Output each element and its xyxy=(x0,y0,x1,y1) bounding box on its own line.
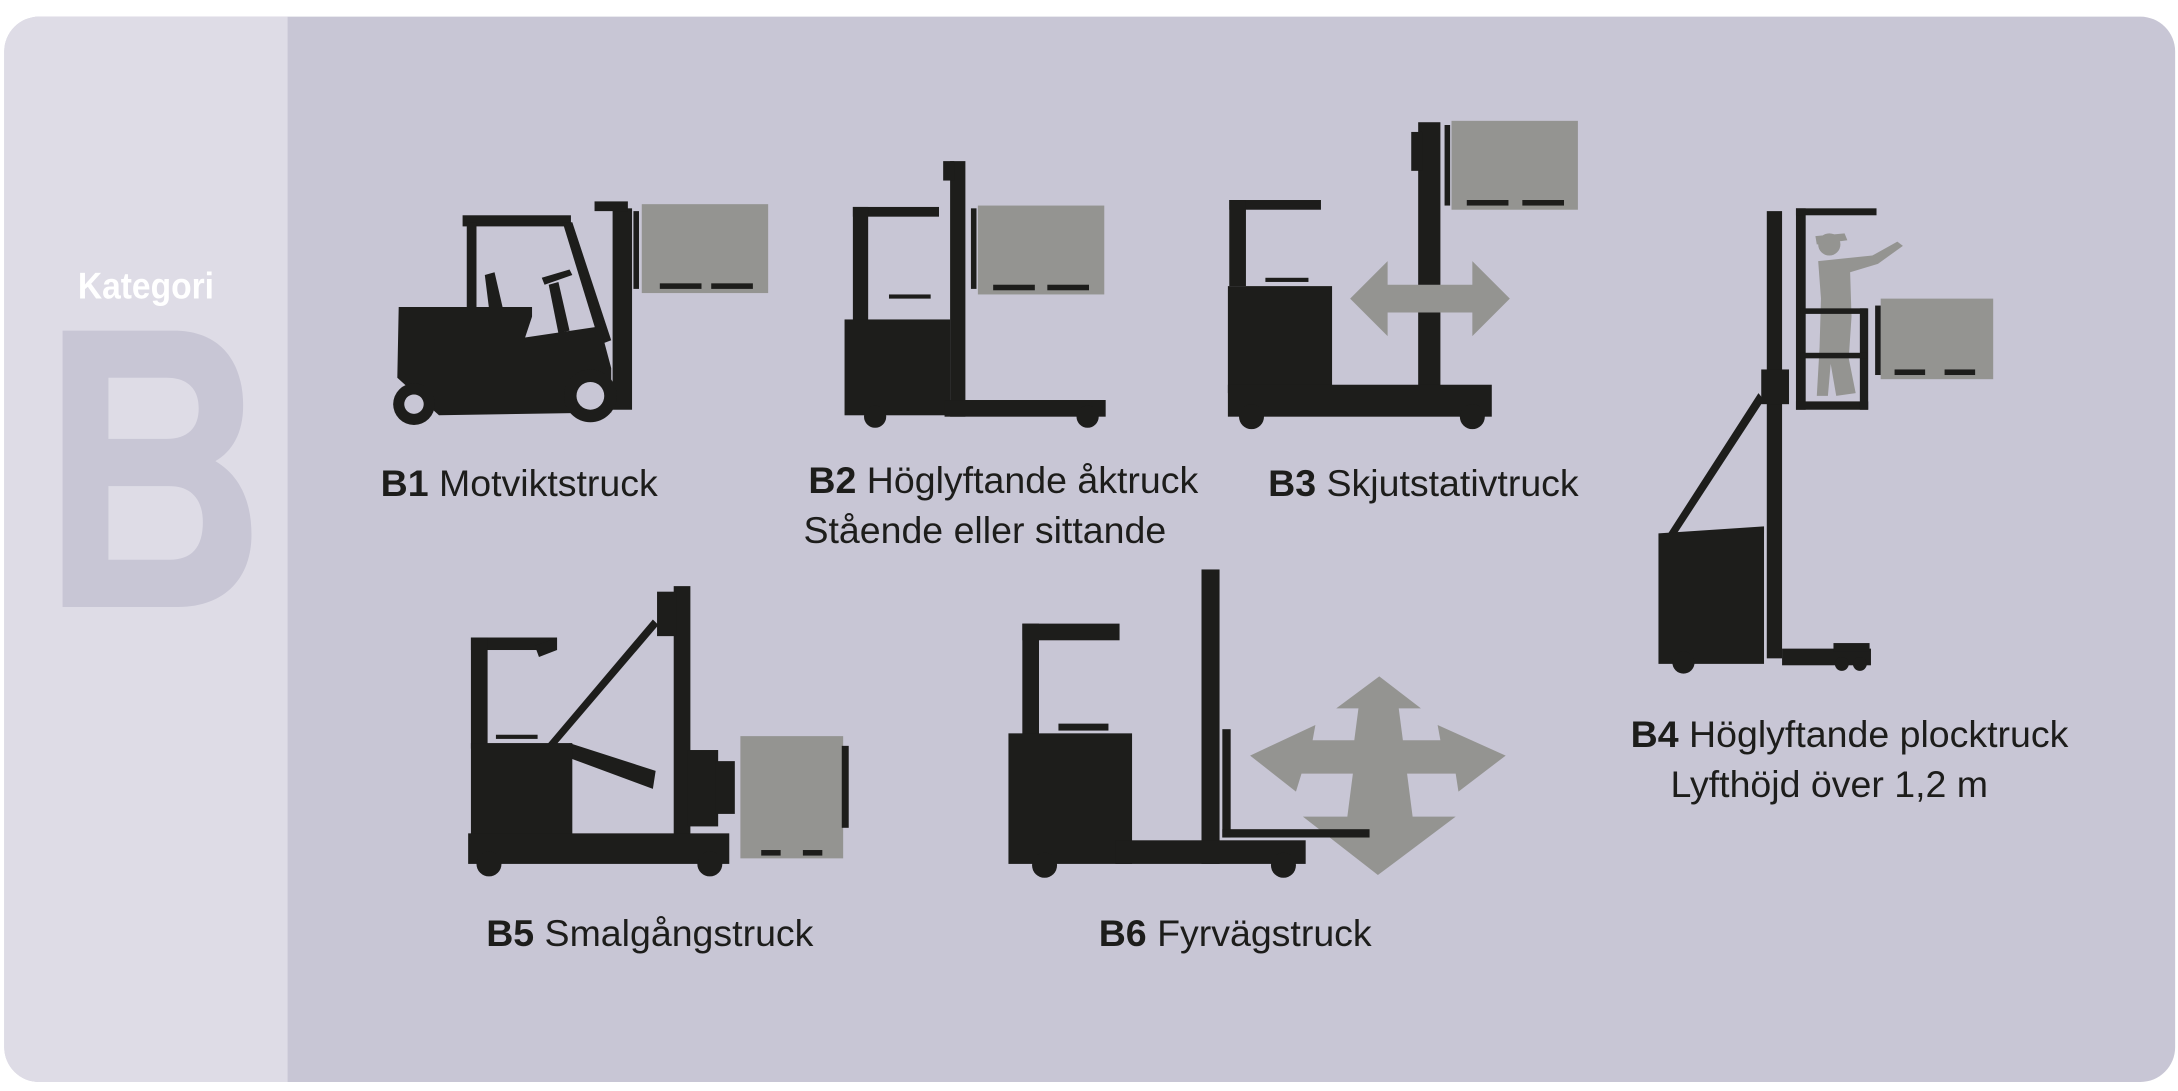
b3-label: B3 Skjutstativtruck xyxy=(1268,462,1579,504)
b4-order-picker-icon xyxy=(1658,208,1994,674)
b4-subtitle: Lyfthöjd över 1,2 m xyxy=(1671,763,1989,805)
b3-reach-mast-truck-icon xyxy=(1227,120,1578,430)
b2-subtitle: Stående eller sittande xyxy=(803,509,1166,551)
b2-reach-truck-icon xyxy=(844,161,1106,428)
b2-label: B2 Höglyftande åktruck xyxy=(808,459,1198,501)
four-way-arrow-icon xyxy=(1250,676,1506,876)
b1-label: B1 Motviktstruck xyxy=(381,462,658,504)
b6-label: B6 Fyrvägstruck xyxy=(1099,912,1372,954)
b5-narrow-aisle-truck-icon xyxy=(468,586,849,877)
category-label: Kategori xyxy=(78,265,214,307)
b1-counterbalance-truck-icon xyxy=(393,201,769,426)
reach-arrow-icon xyxy=(1350,261,1510,337)
b5-label: B5 Smalgångstruck xyxy=(486,912,813,954)
b4-label: B4 Höglyftande plocktruck xyxy=(1631,713,2069,755)
b6-four-way-truck-icon xyxy=(1008,569,1506,878)
category-letter-graphic xyxy=(62,330,252,607)
